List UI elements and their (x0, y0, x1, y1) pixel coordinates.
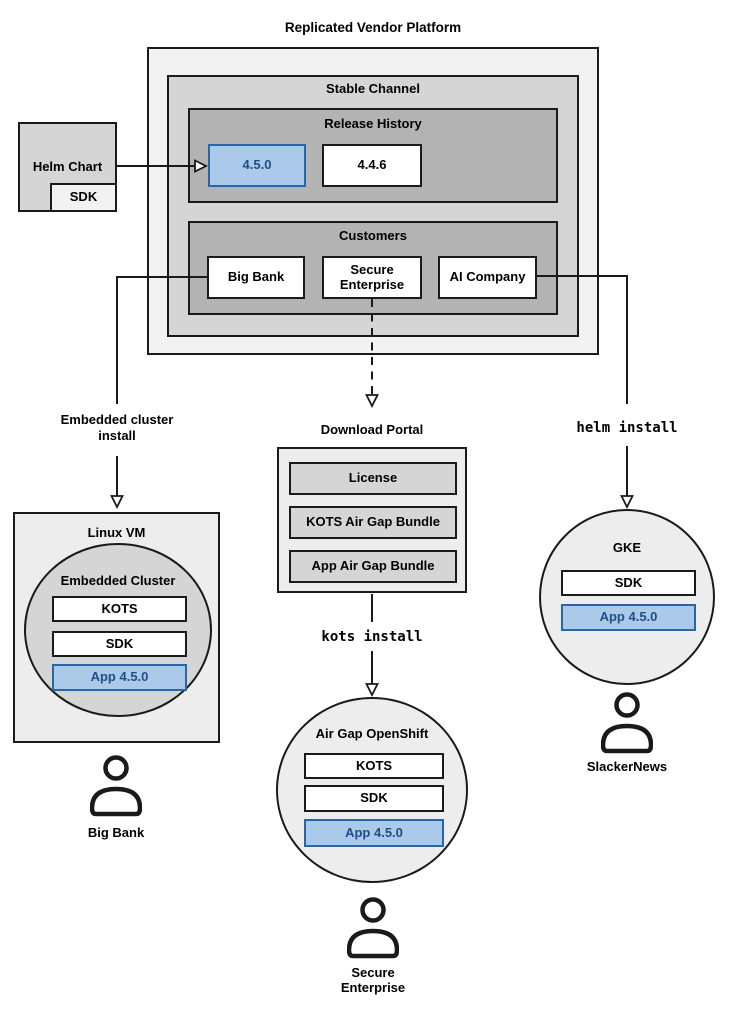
stack-kots: KOTS (304, 753, 444, 779)
release-history-box: Release History 4.5.0 4.4.6 (188, 108, 558, 203)
stack-app-version: App 4.5.0 (561, 604, 696, 631)
arrowhead-down-icon (110, 495, 124, 510)
arrowhead-down-icon (365, 394, 379, 409)
portal-item-license: License (289, 462, 457, 495)
release-4-5-0-chip: 4.5.0 (208, 144, 306, 187)
embedded-cluster-circle: Embedded Cluster KOTS SDK App 4.5.0 (24, 543, 212, 717)
download-portal-label: Download Portal (320, 422, 424, 437)
persona-label-big-bank: Big Bank (87, 825, 145, 840)
platform-box: Stable Channel Release History 4.5.0 4.4… (147, 47, 599, 355)
person-icon (601, 692, 653, 754)
diagram-title: Replicated Vendor Platform (284, 20, 462, 35)
edge-label-embedded-cluster-install: Embedded cluster install (60, 412, 174, 443)
linux-vm-label: Linux VM (87, 525, 146, 540)
release-history-label: Release History (324, 116, 422, 131)
stable-channel-label: Stable Channel (326, 81, 420, 96)
stack-app-version: App 4.5.0 (52, 664, 187, 691)
person-icon (90, 755, 142, 817)
customers-box: Customers Big Bank Secure Enterprise AI … (188, 221, 558, 315)
persona-label-slackernews: SlackerNews (586, 759, 668, 774)
portal-item-kots-airgap-bundle: KOTS Air Gap Bundle (289, 506, 457, 539)
stack-sdk: SDK (52, 631, 187, 657)
customer-big-bank-chip: Big Bank (207, 256, 305, 299)
edge-label-helm-install: helm install (576, 420, 678, 436)
edge-label-kots-install: kots install (321, 629, 423, 645)
embedded-cluster-label: Embedded Cluster (60, 573, 176, 588)
linux-vm-box: Linux VM Embedded Cluster KOTS SDK App 4… (13, 512, 220, 743)
portal-item-app-airgap-bundle: App Air Gap Bundle (289, 550, 457, 583)
download-portal-box: License KOTS Air Gap Bundle App Air Gap … (277, 447, 467, 593)
customers-label: Customers (339, 228, 407, 243)
gke-circle: GKE SDK App 4.5.0 (539, 509, 715, 685)
stack-app-version: App 4.5.0 (304, 819, 444, 847)
airgap-openshift-label: Air Gap OpenShift (315, 726, 429, 741)
gke-label: GKE (612, 540, 642, 555)
stack-kots: KOTS (52, 596, 187, 622)
persona-label-secure-enterprise: Secure Enterprise (340, 965, 406, 995)
stack-sdk: SDK (304, 785, 444, 812)
arrowhead-down-icon (620, 495, 634, 510)
stable-channel-box: Stable Channel Release History 4.5.0 4.4… (167, 75, 579, 337)
helm-sdk-box: SDK (50, 183, 117, 212)
person-icon (347, 897, 399, 959)
helm-chart-box: Helm Chart SDK (18, 122, 117, 212)
customer-secure-enterprise-chip: Secure Enterprise (322, 256, 422, 299)
release-4-4-6-chip: 4.4.6 (322, 144, 422, 187)
stack-sdk: SDK (561, 570, 696, 596)
helm-chart-label: Helm Chart (32, 159, 103, 174)
airgap-openshift-circle: Air Gap OpenShift KOTS SDK App 4.5.0 (276, 697, 468, 883)
arrowhead-down-icon (365, 683, 379, 698)
customer-ai-company-chip: AI Company (438, 256, 537, 299)
